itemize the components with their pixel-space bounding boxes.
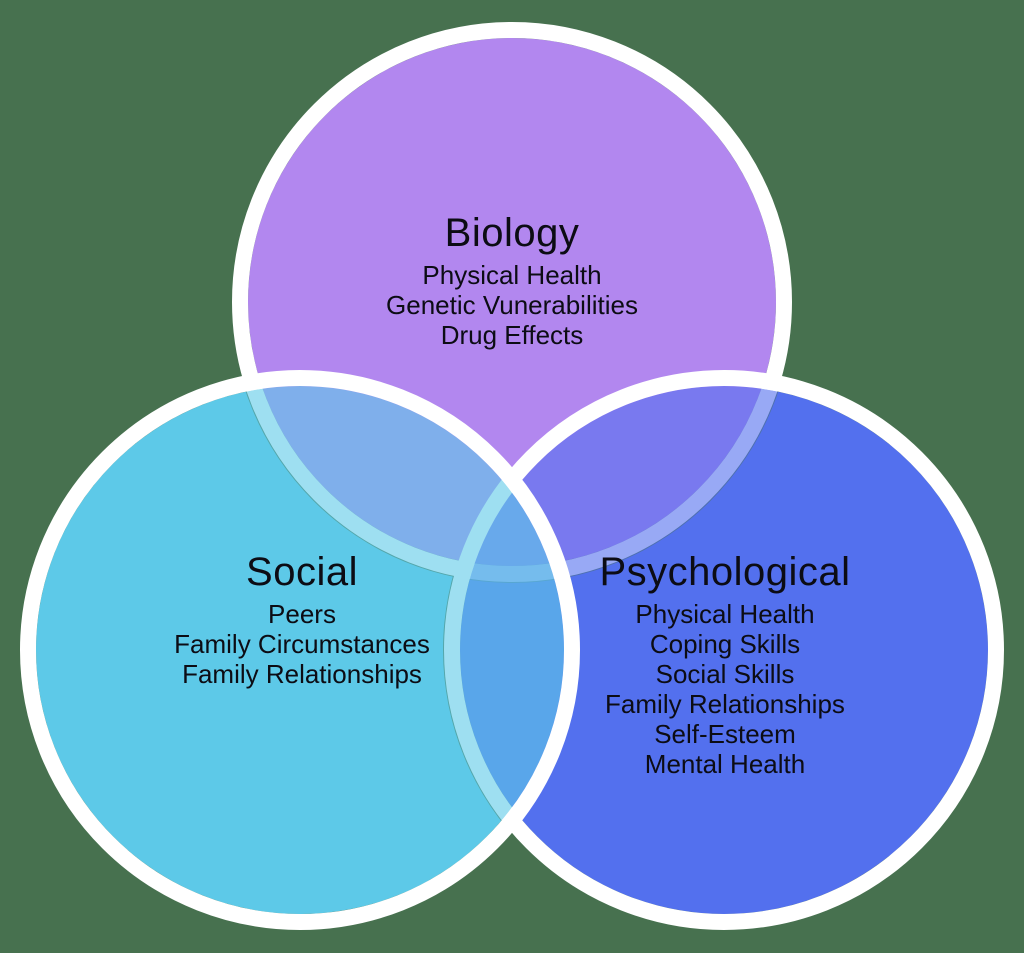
psychological-circle-fill (460, 386, 988, 914)
psychological-circle (444, 370, 1004, 930)
social-circle (20, 370, 580, 930)
psychological-item-6: Mental Health (644, 749, 806, 779)
psychological-item-3: Social Skills (655, 659, 795, 689)
biology-label-block: Biology Physical Health Genetic Vunerabi… (386, 210, 638, 350)
psychological-label-block: Psychological Physical Health Coping Ski… (599, 549, 850, 779)
social-circle-ring (20, 370, 580, 930)
biology-item-3: Drug Effects (440, 320, 584, 350)
psychological-heading: Psychological (599, 550, 851, 594)
biology-items: Physical Health Genetic Vunerabilities D… (386, 260, 638, 350)
social-item-2: Family Circumstances (174, 629, 430, 659)
social-label-block: Social Peers Family Circumstances Family… (174, 549, 430, 689)
social-items: Peers Family Circumstances Family Relati… (174, 599, 430, 689)
psychological-items: Physical Health Coping Skills Social Ski… (599, 599, 850, 779)
social-item-3: Family Relationships (182, 659, 422, 689)
social-item-1: Peers (268, 599, 336, 629)
psychological-item-1: Physical Health (635, 599, 815, 629)
psychological-item-4: Family Relationships (605, 689, 845, 719)
social-circle-fill (36, 386, 564, 914)
biology-item-2: Genetic Vunerabilities (386, 290, 638, 320)
psychological-item-5: Self-Esteem (654, 719, 796, 749)
social-heading: Social (246, 550, 358, 594)
biology-heading: Biology (444, 211, 580, 255)
psychological-item-2: Coping Skills (649, 629, 801, 659)
biology-item-1: Physical Health (422, 260, 602, 290)
